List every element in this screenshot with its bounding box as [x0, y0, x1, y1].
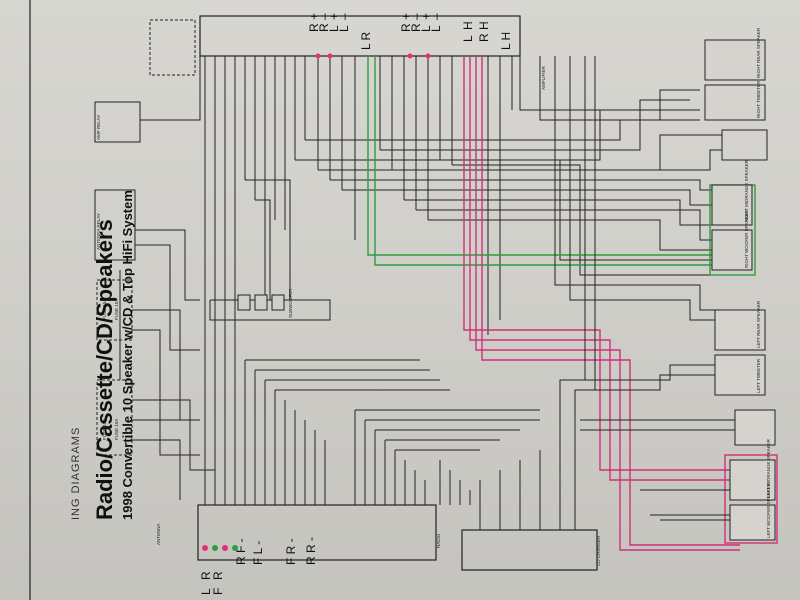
hand-top2-sign-2: +	[419, 13, 433, 20]
hand-top2-1: R	[409, 23, 423, 32]
speaker-block-4	[711, 184, 753, 226]
hand-bl-pair-3: R R -	[304, 537, 318, 565]
speaker-label-1: RIGHT REAR SPEAKER	[756, 27, 761, 78]
speaker-label-5: LEFT REAR SPEAKER	[756, 300, 761, 348]
cd-changer-label: CD CHANGER	[596, 535, 601, 566]
cd-changer-connector-box	[461, 529, 598, 571]
fuse-label-3: FUSE 15A	[114, 299, 119, 320]
top-wire-bundle	[204, 56, 513, 440]
hand-top1-1: R	[317, 23, 331, 32]
pink-wires	[463, 56, 778, 551]
hand-top2-extra: L H	[499, 32, 513, 50]
speaker-block-2	[704, 84, 766, 121]
hand-top1-2: L	[327, 25, 341, 32]
antenna-label: ANTENNA	[156, 523, 161, 545]
hand-top2-sign-3: –	[429, 13, 443, 20]
page-title: Radio/Cassette/CD/Speakers	[92, 219, 117, 520]
hand-bl-pair-0: R F -	[234, 538, 248, 565]
section-header: ING DIAGRAMS	[70, 426, 82, 520]
speaker-block-10	[729, 504, 776, 541]
handwritten-top-group-1: R R L L + – + – L R	[307, 13, 373, 50]
hand-top1-sign-2: +	[327, 13, 341, 20]
relay-box-1	[94, 101, 141, 143]
relay-box-2	[94, 189, 136, 261]
hand-top1-0: R	[307, 23, 321, 32]
hand-top2-3: L	[429, 25, 443, 32]
speaker-block-6	[714, 309, 766, 351]
hand-top2-side-1: H	[461, 21, 475, 30]
speaker-block-9	[729, 459, 776, 501]
hand-top2-sign-1: –	[409, 13, 423, 20]
hand-top1-sign-0: +	[307, 13, 321, 20]
page-subtitle: 1998 Convertible 10 Speaker w/CD & Top H…	[120, 190, 135, 520]
relay-label-1: AMP RELAY	[96, 115, 101, 140]
speaker-label-2: RIGHT TWEETER	[756, 80, 761, 118]
hand-bl-pair-2: F R -	[284, 538, 298, 565]
radio-label: RADIO	[436, 533, 441, 548]
hand-bl-3: R	[211, 571, 225, 580]
speaker-label-4: RIGHT WOOFER SPEAKER	[744, 209, 749, 268]
hand-top1-sign-1: –	[317, 13, 331, 20]
hand-top2-side-0: L	[461, 35, 475, 42]
title-block: ING DIAGRAMS Radio/Cassette/CD/Speakers …	[70, 100, 160, 520]
speaker-label-8: LEFT WOOFER SPEAKER	[766, 482, 771, 538]
hand-bl-2: F	[211, 588, 225, 595]
subwoofer-label: SUBWOOFER	[288, 288, 293, 318]
left-relay-area	[94, 19, 215, 500]
hand-top2-side-3: H	[477, 21, 491, 30]
speaker-block-5	[711, 229, 753, 271]
radio-connector-box	[197, 504, 437, 561]
speaker-block-3	[721, 129, 768, 161]
fuse-label-4: FUSE 10A	[114, 419, 119, 440]
horizontal-wire-runs	[209, 99, 725, 321]
hand-top1-sign-3: –	[337, 13, 351, 20]
hand-top2-0: R	[399, 23, 413, 32]
hand-bl-0: L	[199, 588, 213, 595]
speaker-label-6: LEFT TWEETER	[756, 358, 761, 393]
right-bus-lines	[519, 56, 735, 521]
top-connector-box	[199, 15, 521, 57]
relay-label-2: ANTENNA RELAY	[96, 213, 101, 250]
hand-top1-pre: L R	[359, 31, 373, 50]
fuse-box-2	[96, 379, 133, 456]
hand-bl-pair-1: F L -	[251, 541, 265, 565]
marker-dots	[202, 53, 431, 551]
bottom-bundle	[204, 310, 610, 530]
speaker-block-8	[734, 409, 776, 446]
hand-bl-1: R	[199, 571, 213, 580]
right-speaker-blocks	[704, 39, 776, 541]
subwoofer-symbol	[237, 294, 285, 311]
amplifier-label: AMPLIFIER	[541, 65, 546, 90]
handwritten-bottom-left: L R F R R F - F L - F R - R R -	[199, 537, 318, 595]
speaker-label-3: RIGHT MIDRANGE SPEAKER	[744, 159, 749, 222]
speaker-block-1	[704, 39, 766, 81]
hand-top2-2: L	[419, 25, 433, 32]
hand-top1-3: L	[337, 25, 351, 32]
fuse-label-1: FUSE 15A	[102, 299, 107, 320]
fuse-label-2: FUSE 10A	[102, 419, 107, 440]
speaker-label-7: LEFT MIDRANGE SPEAKER	[766, 438, 771, 498]
hand-top2-sign-0: +	[399, 13, 413, 20]
speaker-block-7	[714, 354, 766, 396]
module-box	[149, 19, 196, 76]
hand-top2-side-2: R	[477, 33, 491, 42]
handwritten-top-group-2: R R L L + – + – L H R H L H	[399, 13, 513, 50]
